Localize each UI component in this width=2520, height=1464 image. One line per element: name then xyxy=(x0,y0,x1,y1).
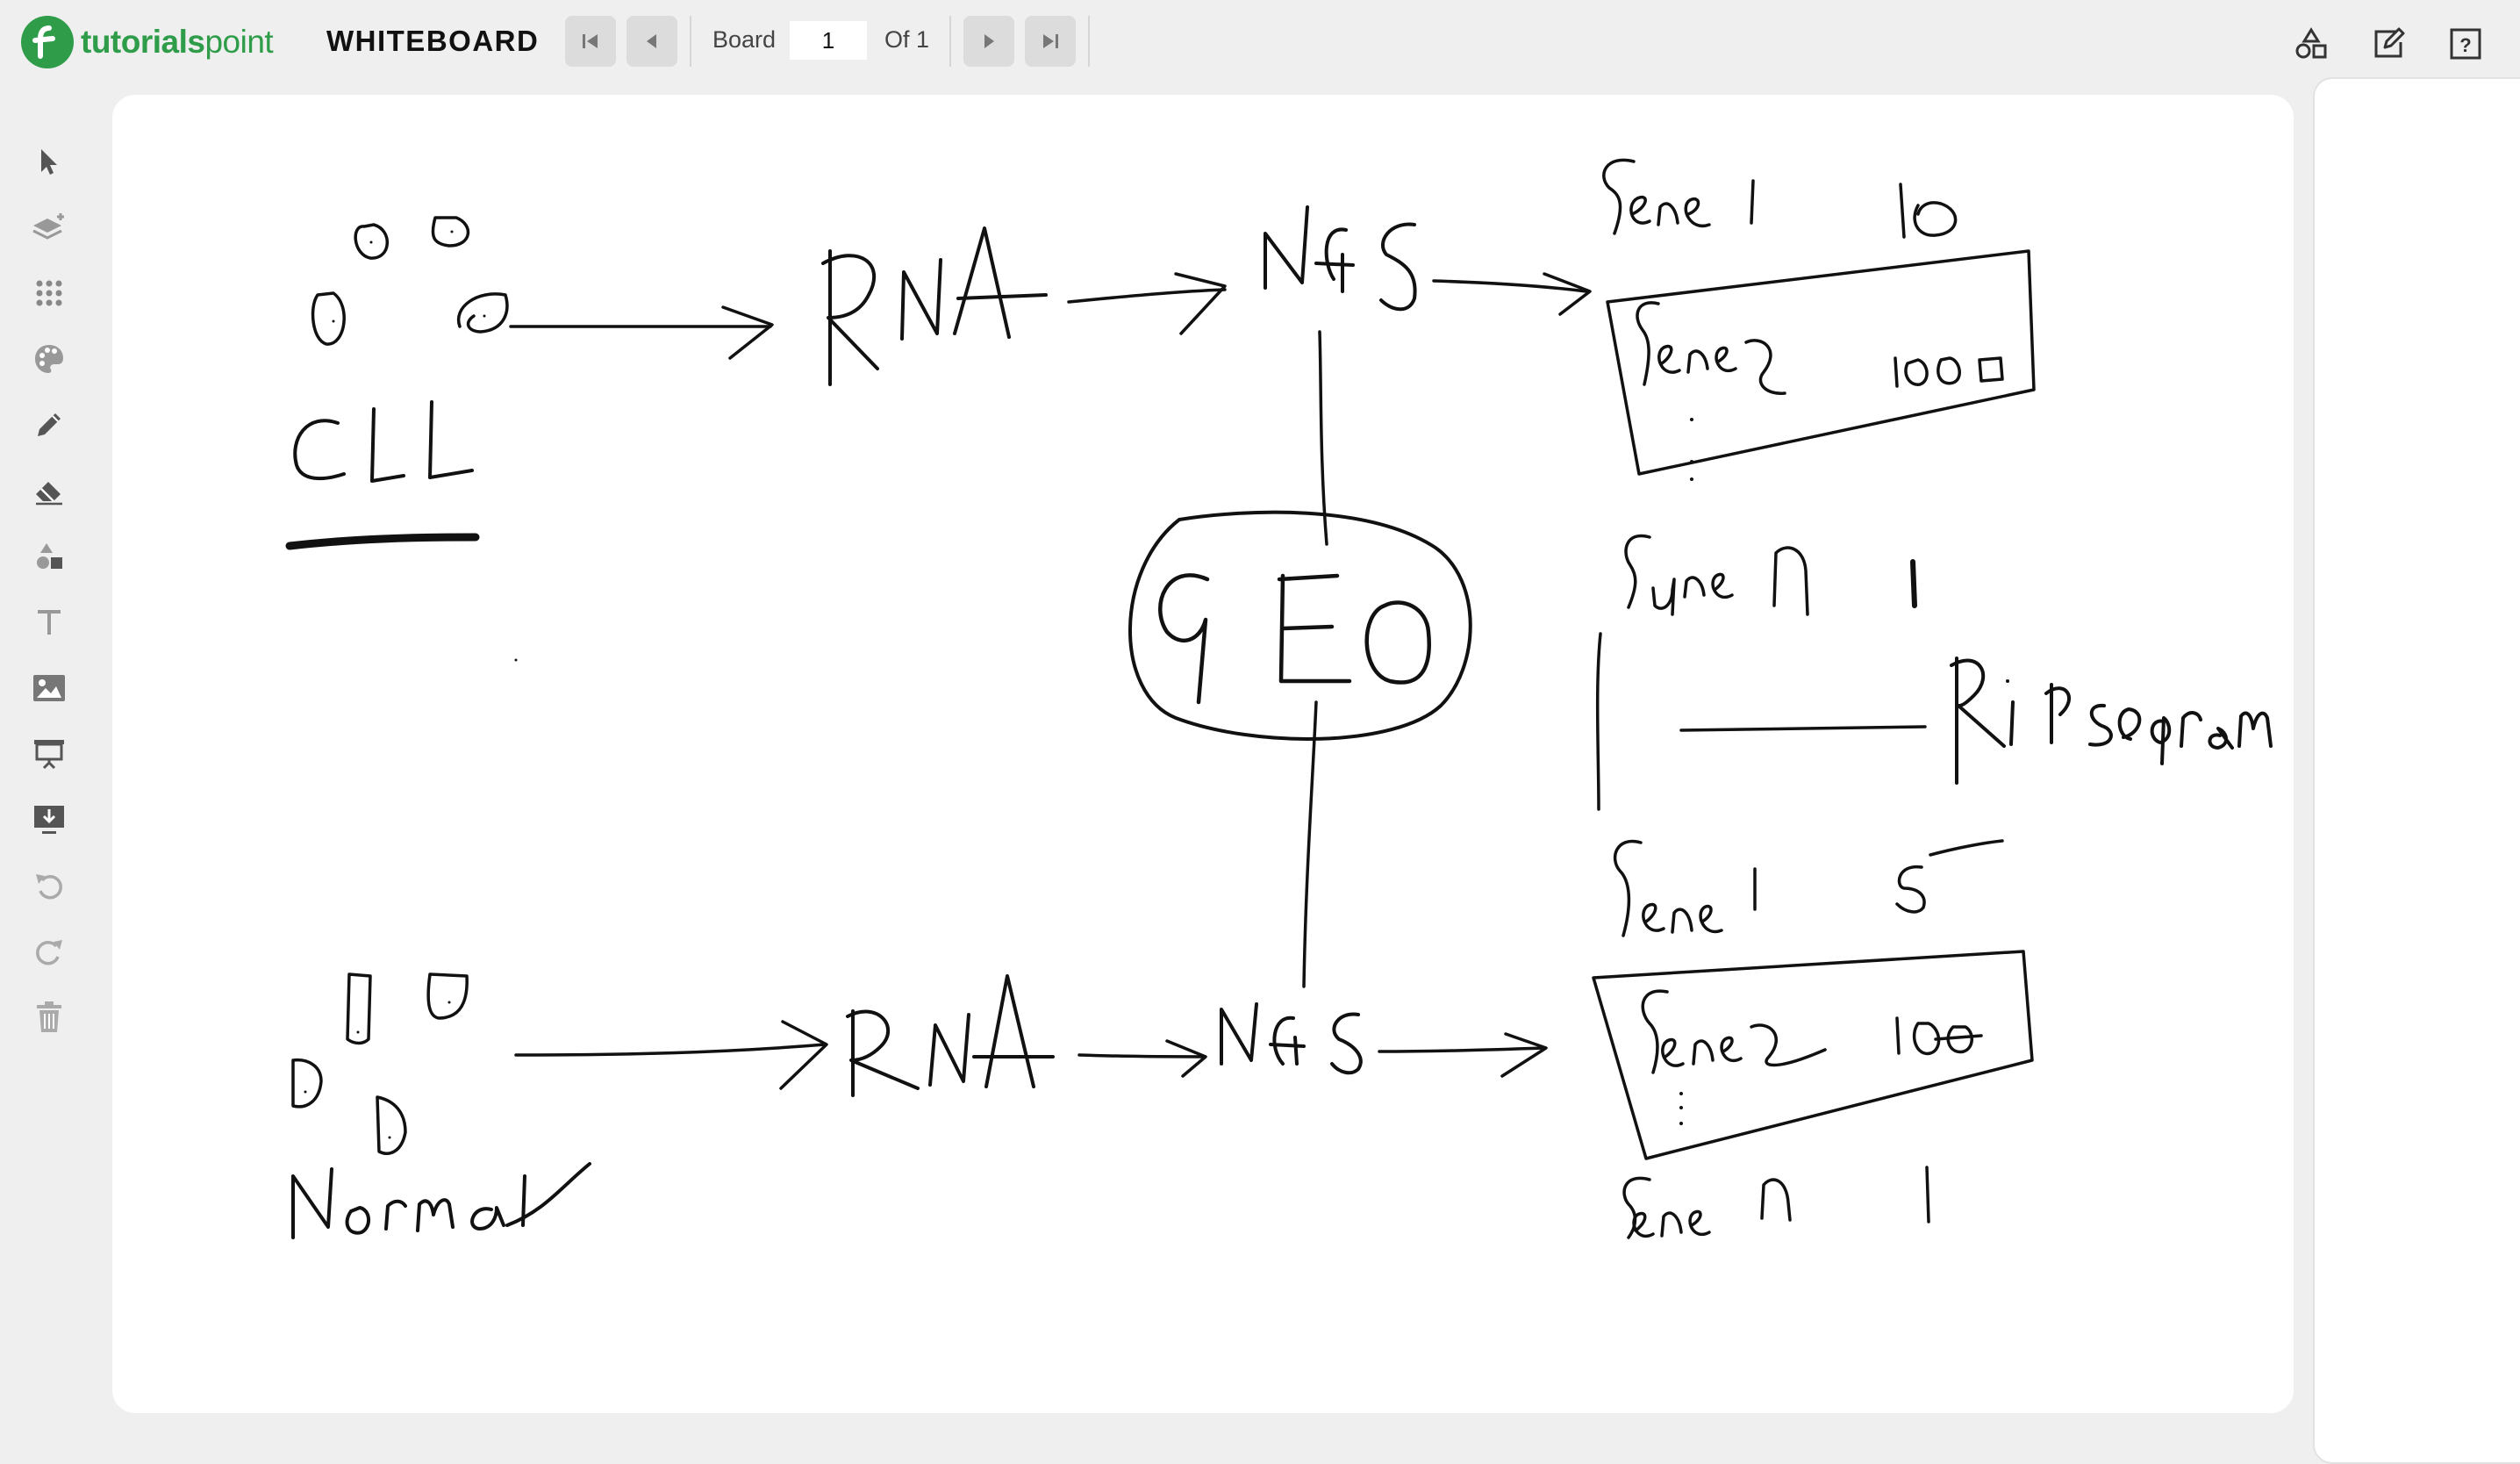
cll-cells-drawing xyxy=(311,216,509,346)
svg-text:?: ? xyxy=(2459,34,2471,56)
divider xyxy=(690,16,691,67)
cll-label-drawing xyxy=(285,400,480,550)
skip-back-icon xyxy=(583,34,598,48)
text-tool[interactable] xyxy=(25,598,74,647)
normal-label-drawing xyxy=(291,1162,591,1239)
arrowhead xyxy=(1500,1032,1548,1078)
image-icon xyxy=(33,675,65,701)
rna-top-label-drawing xyxy=(821,226,1048,386)
image-tool[interactable] xyxy=(25,664,74,713)
bottom-gene-1-row-drawing xyxy=(1613,839,2004,937)
skip-forward-icon xyxy=(1043,34,1058,48)
download-tool[interactable] xyxy=(25,795,74,844)
help-icon: ? xyxy=(2450,28,2481,60)
play-forward-icon xyxy=(984,34,994,48)
redo-button[interactable] xyxy=(25,927,74,976)
arrow-rna-to-ngs-bottom xyxy=(1077,1053,1206,1059)
select-icon xyxy=(41,149,57,175)
arrow-ngs-to-table-bottom xyxy=(1378,1046,1546,1053)
tutorialspoint-logo[interactable]: tutorialspoint xyxy=(21,16,274,68)
edit-icon xyxy=(2374,27,2405,58)
last-page-button[interactable] xyxy=(1025,16,1076,67)
line-ngs-top-to-geo xyxy=(1318,330,1328,546)
cross-horizontal-drawing xyxy=(1679,725,1927,732)
arrowhead xyxy=(1165,1039,1207,1078)
arrow-ngs-to-table-top xyxy=(1432,279,1588,293)
shapes-menu-button[interactable] xyxy=(2292,25,2330,63)
arrowhead xyxy=(779,1020,828,1090)
bottom-table-box-drawing xyxy=(1592,950,2034,1160)
redo-icon xyxy=(36,940,62,965)
presentation-tool[interactable] xyxy=(25,729,74,779)
right-side-panel xyxy=(2313,77,2520,1464)
color-tool[interactable] xyxy=(25,334,74,384)
logo-text: tutorialspoint xyxy=(81,24,274,60)
grid-tool[interactable] xyxy=(25,269,74,318)
add-layer-icon xyxy=(32,213,64,240)
download-screen-icon xyxy=(34,806,64,834)
arrowhead xyxy=(721,305,774,360)
pencil-tool[interactable] xyxy=(25,400,74,449)
rna-bottom-label-drawing xyxy=(846,974,1055,1097)
help-button[interactable]: ? xyxy=(2446,25,2485,63)
select-tool[interactable] xyxy=(25,137,74,186)
presentation-icon xyxy=(34,740,64,770)
board-label: Board xyxy=(712,26,777,53)
arrowhead xyxy=(1543,272,1592,316)
app-title: WHITEBOARD xyxy=(326,25,540,57)
geo-ellipse-drawing xyxy=(1128,510,1472,741)
normal-cells-drawing xyxy=(291,972,469,1155)
line-geo-to-ngs-bottom xyxy=(1302,700,1318,988)
trash-icon xyxy=(37,1001,61,1032)
board-count-label: Of 1 xyxy=(884,26,930,53)
divider xyxy=(1088,16,1090,67)
shapes-tool[interactable] xyxy=(25,532,74,581)
eraser-tool[interactable] xyxy=(25,466,74,515)
add-layer-tool[interactable] xyxy=(25,203,74,252)
palette-icon xyxy=(35,345,63,373)
logo-icon xyxy=(21,16,74,68)
undo-button[interactable] xyxy=(25,861,74,910)
ngs-bottom-label-drawing xyxy=(1220,1002,1363,1075)
undo-icon xyxy=(36,874,62,900)
arrow-rna-to-ngs-top xyxy=(1067,288,1227,304)
clear-button[interactable] xyxy=(25,993,74,1042)
first-page-button[interactable] xyxy=(565,16,616,67)
edit-button[interactable] xyxy=(2369,25,2408,63)
top-gene-n-row-drawing xyxy=(1624,534,1917,616)
geo-label-drawing xyxy=(1158,573,1431,705)
eraser-icon xyxy=(36,482,62,506)
play-back-icon xyxy=(647,34,656,48)
r-program-label-drawing xyxy=(1950,657,2273,785)
stray-dot xyxy=(514,658,518,662)
bottom-gene-2-row-drawing xyxy=(1641,989,1983,1125)
top-toolbar: tutorialspoint WHITEBOARD Board Of 1 xyxy=(0,0,2520,84)
board-number-input[interactable] xyxy=(790,21,867,60)
pencil-icon xyxy=(38,413,61,436)
shapes-icon xyxy=(2295,27,2327,59)
grid-dots-icon xyxy=(36,280,62,306)
text-icon xyxy=(38,610,61,635)
arrow-normal-to-rna xyxy=(514,1043,827,1057)
top-gene-1-row-drawing xyxy=(1602,158,1958,239)
arrowhead xyxy=(1174,272,1227,335)
shapes-icon xyxy=(37,543,62,569)
divider xyxy=(949,16,951,67)
cross-vertical-drawing xyxy=(1595,632,1602,811)
bottom-gene-n-row-drawing xyxy=(1622,1166,1930,1239)
top-table-box-drawing xyxy=(1606,249,2036,476)
ngs-top-label-drawing xyxy=(1264,205,1417,312)
drawing-layer xyxy=(285,158,2273,1239)
top-gene-2-row-drawing xyxy=(1636,301,2004,481)
next-page-button[interactable] xyxy=(963,16,1014,67)
previous-page-button[interactable] xyxy=(626,16,677,67)
whiteboard-canvas[interactable] xyxy=(112,95,2294,1413)
